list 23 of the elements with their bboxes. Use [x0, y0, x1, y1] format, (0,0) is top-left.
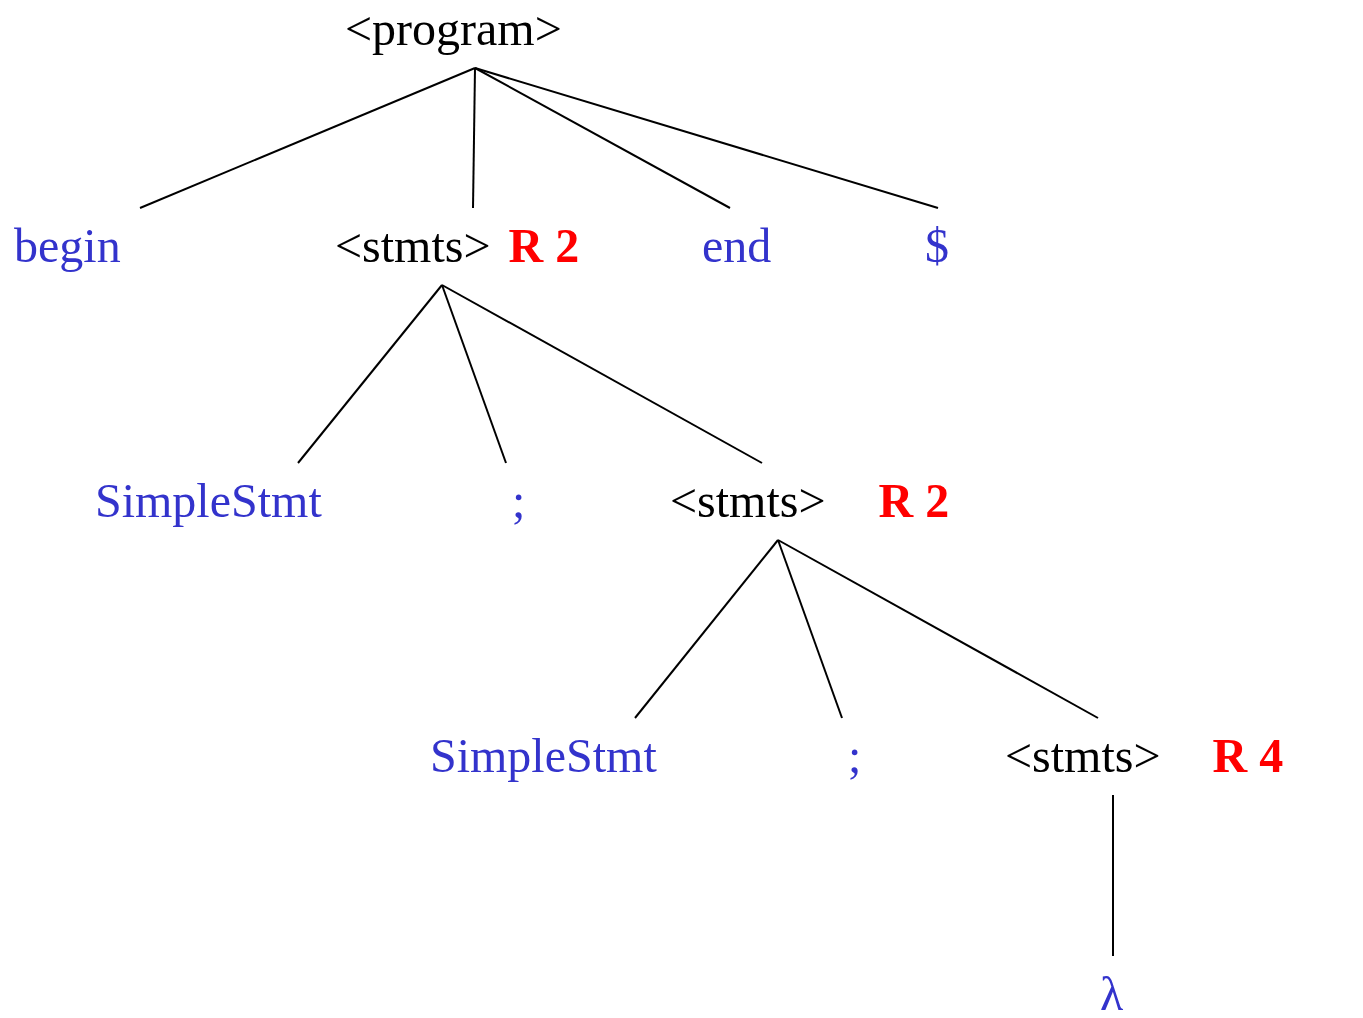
tree-branch-line: [777, 539, 843, 719]
nonterminal-symbol: <program>: [345, 0, 562, 68]
tree-branch-line: [777, 539, 1099, 719]
terminal-symbol: begin: [14, 208, 121, 285]
tree-branch-line: [441, 284, 507, 464]
rule-number: R 4: [1212, 730, 1284, 783]
terminal-symbol: $: [925, 208, 949, 285]
tree-branch-line: [139, 67, 476, 209]
terminal-symbol: end: [702, 208, 772, 285]
tree-branch-line: [474, 67, 731, 209]
terminal-symbol: λ: [1100, 956, 1124, 1018]
terminal-symbol: ;: [512, 463, 526, 540]
rule-number: R 2: [508, 220, 580, 273]
tree-branch-line: [297, 284, 443, 464]
tree-branch-line: [1112, 794, 1114, 957]
rule-number: R 2: [878, 475, 950, 528]
tree-branch-line: [474, 67, 939, 209]
terminal-symbol: SimpleStmt: [95, 463, 322, 540]
terminal-symbol: ;: [848, 718, 862, 795]
tree-branch-line: [472, 67, 476, 209]
tree-branch-line: [441, 284, 763, 464]
terminal-symbol: SimpleStmt: [430, 718, 657, 795]
tree-branch-line: [634, 539, 779, 719]
